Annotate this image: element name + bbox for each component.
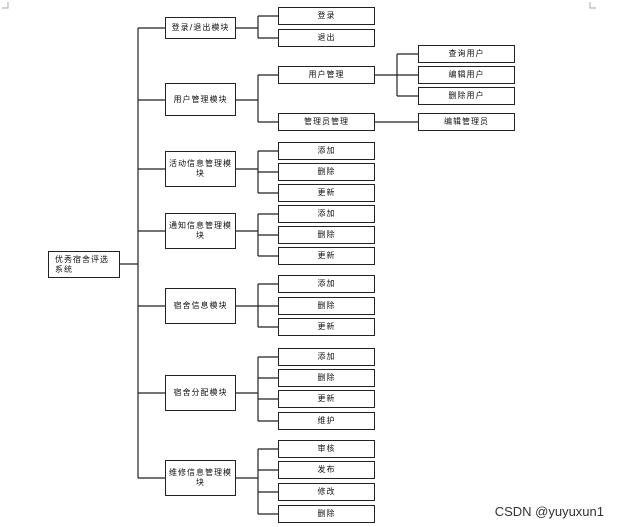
root-node: 优秀宿舍评选系统 bbox=[48, 251, 120, 278]
node-alloc-update: 更新 bbox=[278, 390, 375, 408]
node-login: 登录 bbox=[278, 7, 375, 25]
node-dorm-delete: 删除 bbox=[278, 297, 375, 315]
module-dorm-info: 宿舍信息模块 bbox=[165, 288, 236, 324]
node-admin-management: 管理员管理 bbox=[278, 113, 375, 131]
watermark-text: CSDN @yuyuxun1 bbox=[494, 504, 604, 519]
node-repair-delete: 删除 bbox=[278, 505, 375, 523]
node-logout: 退出 bbox=[278, 29, 375, 47]
node-activity-update: 更新 bbox=[278, 184, 375, 202]
node-edit-user: 编辑用户 bbox=[418, 66, 515, 84]
node-query-user: 查询用户 bbox=[418, 45, 515, 63]
node-notice-add: 添加 bbox=[278, 205, 375, 223]
node-alloc-add: 添加 bbox=[278, 348, 375, 366]
node-repair-review: 审核 bbox=[278, 440, 375, 458]
node-notice-update: 更新 bbox=[278, 247, 375, 265]
node-alloc-delete: 删除 bbox=[278, 369, 375, 387]
node-activity-delete: 删除 bbox=[278, 163, 375, 181]
node-dorm-update: 更新 bbox=[278, 318, 375, 336]
module-user-management: 用户管理模块 bbox=[165, 83, 236, 116]
module-repair-management: 维修信息管理模块 bbox=[165, 460, 236, 496]
node-repair-modify: 修改 bbox=[278, 483, 375, 501]
node-alloc-maintain: 维护 bbox=[278, 412, 375, 430]
node-notice-delete: 删除 bbox=[278, 226, 375, 244]
module-notice-management: 通知信息管理模块 bbox=[165, 213, 236, 249]
module-activity-management: 活动信息管理模块 bbox=[165, 151, 236, 187]
module-login: 登录/退出模块 bbox=[165, 17, 236, 39]
node-delete-user: 删除用户 bbox=[418, 87, 515, 105]
node-repair-publish: 发布 bbox=[278, 461, 375, 479]
node-user-management: 用户管理 bbox=[278, 66, 375, 84]
node-dorm-add: 添加 bbox=[278, 275, 375, 293]
node-edit-admin: 编辑管理员 bbox=[418, 113, 515, 131]
module-dorm-allocation: 宿舍分配模块 bbox=[165, 375, 236, 411]
node-activity-add: 添加 bbox=[278, 142, 375, 160]
